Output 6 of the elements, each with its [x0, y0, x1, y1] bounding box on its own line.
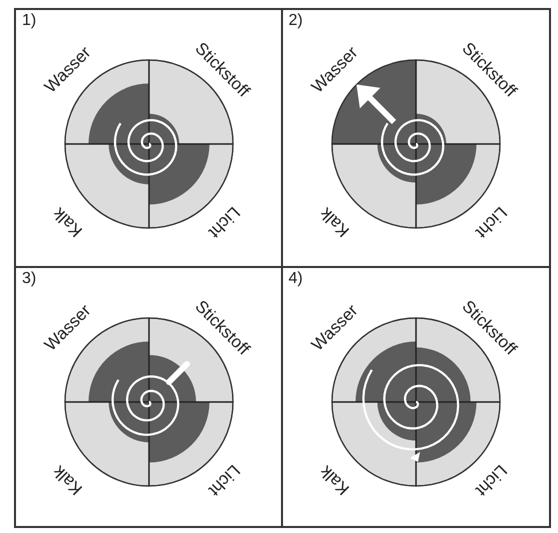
panel-number: 1)	[22, 12, 36, 30]
panel-number: 3)	[22, 270, 36, 288]
panel-number: 4)	[288, 270, 303, 288]
diagram-panel	[282, 10, 549, 268]
diagram-panel	[16, 10, 282, 268]
panel-number: 2)	[288, 12, 303, 30]
